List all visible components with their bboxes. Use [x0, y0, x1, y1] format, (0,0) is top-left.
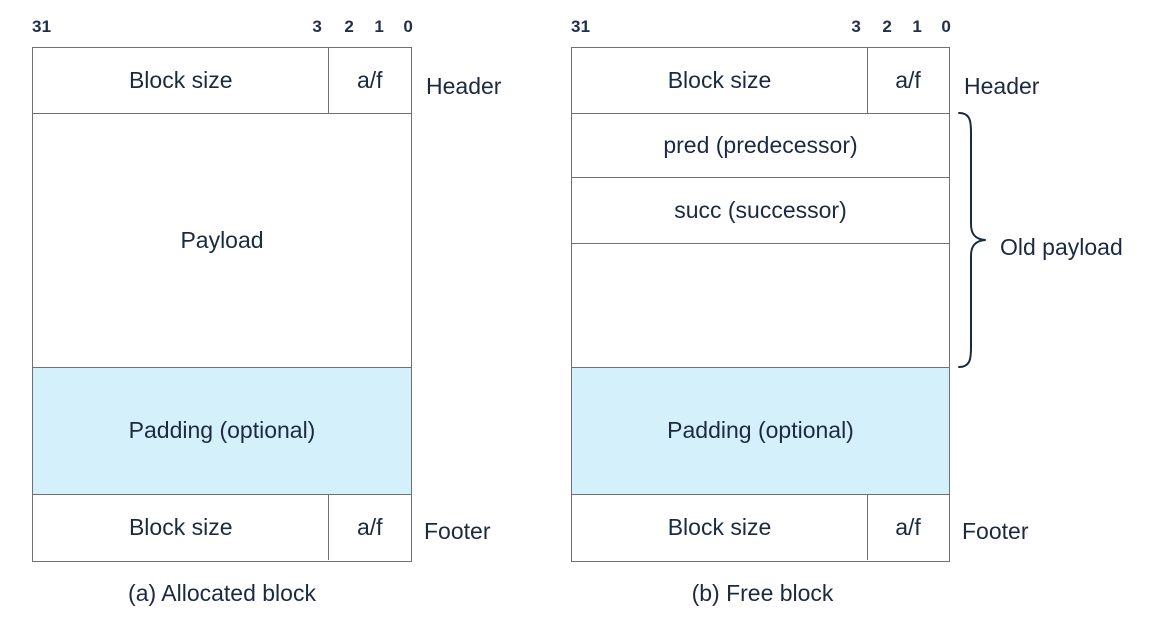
free-pred-label: pred (predecessor)	[663, 131, 858, 158]
bit-label-1: 1	[912, 17, 922, 36]
free-header-row: Block size a/f	[572, 48, 949, 113]
allocated-padding-label: Padding (optional)	[128, 417, 316, 443]
free-footer-size-label: Block size	[667, 513, 772, 540]
bit-label-3: 3	[851, 17, 861, 36]
free-header-side-label: Header	[964, 73, 1040, 99]
bit-label-3: 3	[312, 17, 322, 36]
bit-label-0: 0	[941, 17, 951, 36]
bit-label-31: 31	[571, 17, 591, 36]
free-block-body: Block size a/f pred (predecessor) succ (…	[571, 47, 950, 562]
allocated-payload-row: Payload	[33, 112, 411, 367]
bit-label-0: 0	[403, 17, 413, 36]
allocated-footer-size-label: Block size	[128, 513, 233, 540]
allocated-padding-row: Padding (optional)	[33, 366, 411, 494]
allocated-payload-label: Payload	[180, 226, 264, 253]
free-padding-row: Padding (optional)	[572, 366, 949, 494]
free-block-caption: (b) Free block	[691, 580, 834, 606]
free-header-flag-label: a/f	[895, 66, 921, 93]
bit-label-1: 1	[374, 17, 384, 36]
allocated-footer-size-cell: Block size	[34, 495, 329, 561]
old-payload-label: Old payload	[1000, 234, 1123, 260]
allocated-header-size-label: Block size	[128, 66, 233, 93]
allocated-block-caption: (a) Allocated block	[128, 580, 316, 606]
free-footer-side-label: Footer	[962, 518, 1029, 544]
allocated-header-flag-label: a/f	[356, 66, 383, 93]
bit-ruler-free: 31 3 2 1 0	[571, 16, 951, 38]
allocated-footer-row: Block size a/f	[33, 493, 411, 561]
old-payload-brace	[955, 111, 989, 369]
free-succ-row: succ (successor)	[572, 176, 949, 244]
free-header-flag-cell: a/f	[866, 48, 949, 113]
free-padding-label: Padding (optional)	[667, 417, 854, 443]
free-footer-flag-label: a/f	[895, 513, 921, 540]
free-footer-row: Block size a/f	[572, 493, 949, 561]
free-remainder-row	[572, 243, 949, 367]
free-succ-label: succ (successor)	[674, 196, 847, 223]
allocated-footer-side-label: Footer	[424, 518, 491, 544]
free-footer-size-cell: Block size	[573, 495, 867, 561]
free-pred-row: pred (predecessor)	[572, 112, 949, 177]
free-header-size-cell: Block size	[573, 48, 867, 113]
allocated-footer-flag-cell: a/f	[328, 494, 411, 560]
allocated-header-row: Block size a/f	[33, 48, 411, 113]
allocated-header-side-label: Header	[426, 73, 502, 99]
free-header-size-label: Block size	[667, 66, 772, 93]
allocated-header-flag-cell: a/f	[328, 48, 411, 113]
allocated-header-size-cell: Block size	[34, 48, 329, 113]
allocated-footer-flag-label: a/f	[356, 513, 383, 540]
bit-ruler-allocated: 31 3 2 1 0	[32, 16, 413, 38]
allocated-block-body: Block size a/f Payload Padding (optional…	[32, 47, 412, 562]
free-footer-flag-cell: a/f	[866, 494, 949, 560]
bit-label-31: 31	[32, 17, 52, 36]
bit-label-2: 2	[882, 17, 892, 36]
bit-label-2: 2	[344, 17, 354, 36]
